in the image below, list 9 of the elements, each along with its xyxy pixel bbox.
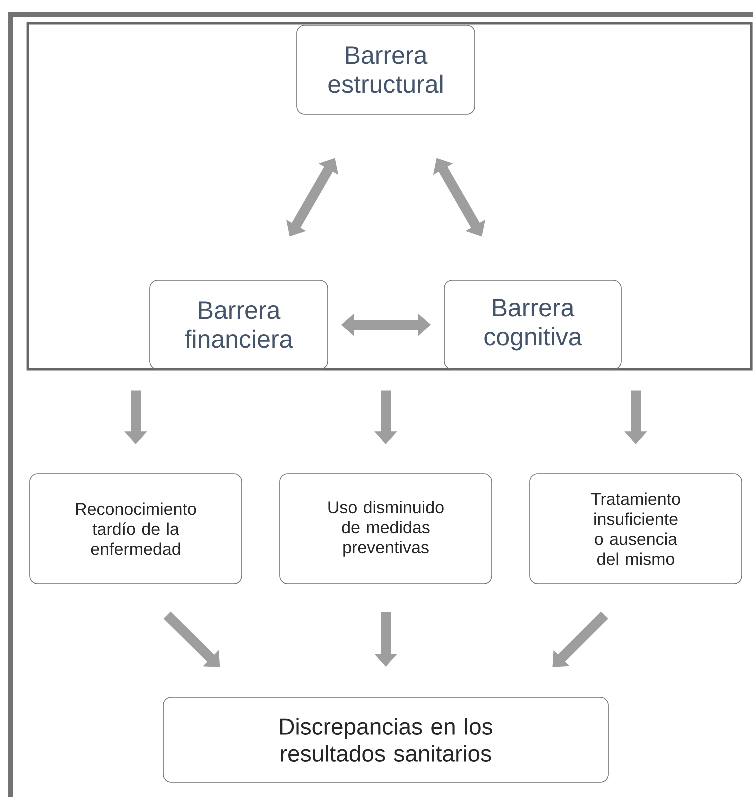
effect-box: Reconocimiento tardío de la enfermedad <box>30 474 242 584</box>
effect-box: Tratamiento insuficiente o ausencia del mismo <box>530 474 742 584</box>
barrier-box: Barrera financiera <box>150 280 328 370</box>
barrier-box: Barrera estructural <box>296 25 476 115</box>
outcome-box: Discrepancias en los resultados sanitarios <box>163 697 609 783</box>
barrier-frame <box>26 22 753 371</box>
barrier-box: Barrera cognitiva <box>444 280 622 370</box>
effect-box: Uso disminuido de medidas preventivas <box>280 474 492 584</box>
block-arrow <box>552 612 608 668</box>
